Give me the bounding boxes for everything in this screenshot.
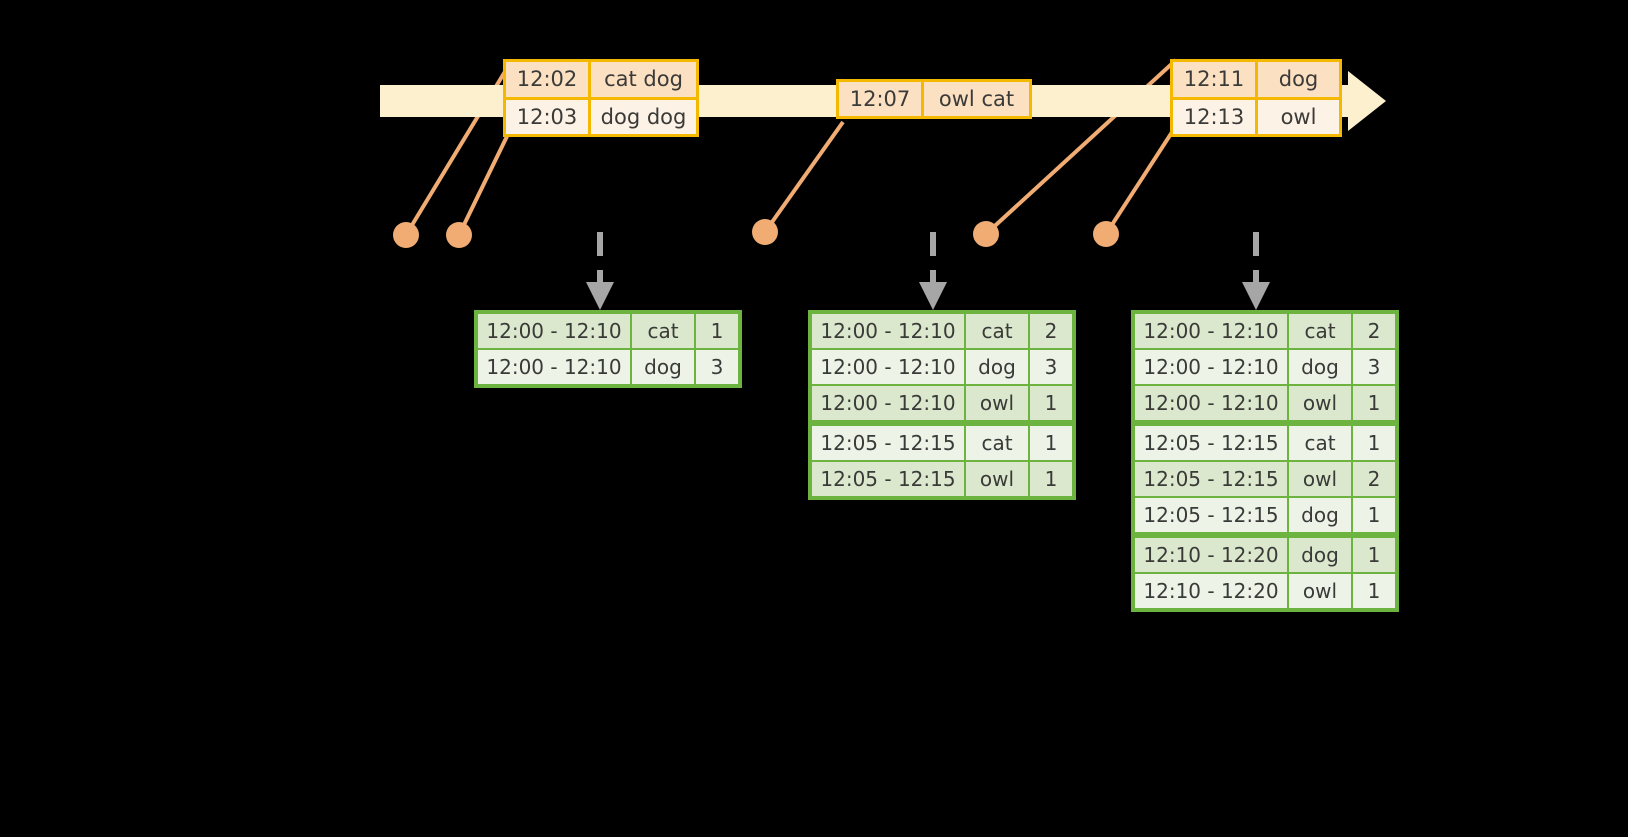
count-cell: 2	[1353, 462, 1395, 496]
event-origin-dot-5	[1093, 221, 1119, 247]
count-cell: 2	[1030, 314, 1072, 348]
key-cell: dog	[632, 350, 694, 384]
key-cell: owl	[1289, 462, 1351, 496]
window-cell: 12:00 - 12:10	[478, 314, 630, 348]
event-time: 12:03	[506, 99, 591, 134]
count-cell: 1	[1353, 498, 1395, 532]
window-cell: 12:00 - 12:10	[1135, 314, 1287, 348]
event-row[interactable]: 12:13 owl	[1173, 96, 1339, 134]
key-cell: cat	[966, 426, 1028, 460]
event-time: 12:07	[839, 82, 924, 116]
window-group-separator	[811, 421, 1073, 425]
window-cell: 12:00 - 12:10	[812, 350, 964, 384]
event-payload: owl cat	[924, 82, 1029, 116]
event-time: 12:13	[1173, 99, 1258, 134]
flow-arrow-head-3	[1242, 282, 1270, 310]
event-group-2[interactable]: 12:07 owl cat	[836, 79, 1032, 119]
window-cell: 12:00 - 12:10	[1135, 386, 1287, 420]
count-cell: 3	[696, 350, 738, 384]
window-group-separator	[1134, 533, 1396, 537]
key-cell: owl	[966, 386, 1028, 420]
window-cell: 12:05 - 12:15	[812, 426, 964, 460]
window-cell: 12:00 - 12:10	[478, 350, 630, 384]
key-cell: cat	[966, 314, 1028, 348]
event-payload: owl	[1258, 99, 1339, 134]
event-group-3[interactable]: 12:11 dog 12:13 owl	[1170, 59, 1342, 137]
event-payload: dog dog	[591, 99, 696, 134]
window-cell: 12:05 - 12:15	[1135, 426, 1287, 460]
count-cell: 2	[1353, 314, 1395, 348]
key-cell: dog	[966, 350, 1028, 384]
event-row[interactable]: 12:07 owl cat	[839, 82, 1029, 116]
window-cell: 12:00 - 12:10	[812, 314, 964, 348]
flow-arrow-head-1	[586, 282, 614, 310]
key-cell: dog	[1289, 350, 1351, 384]
key-cell: dog	[1289, 538, 1351, 572]
count-cell: 1	[696, 314, 738, 348]
event-group-1[interactable]: 12:02 cat dog 12:03 dog dog	[503, 59, 699, 137]
key-cell: dog	[1289, 498, 1351, 532]
count-cell: 1	[1353, 574, 1395, 608]
connector-line-5	[1104, 124, 1178, 236]
key-cell: cat	[632, 314, 694, 348]
event-origin-dot-3	[752, 219, 778, 245]
key-cell: owl	[966, 462, 1028, 496]
count-cell: 1	[1030, 462, 1072, 496]
timeline-arrowhead-icon	[1348, 71, 1386, 131]
event-time: 12:02	[506, 62, 591, 97]
event-origin-dot-2	[446, 222, 472, 248]
count-cell: 1	[1353, 386, 1395, 420]
window-cell: 12:05 - 12:15	[1135, 498, 1287, 532]
event-row[interactable]: 12:03 dog dog	[506, 96, 696, 134]
key-cell: cat	[1289, 314, 1351, 348]
count-cell: 1	[1353, 426, 1395, 460]
key-cell: cat	[1289, 426, 1351, 460]
flow-arrow-head-2	[919, 282, 947, 310]
count-cell: 1	[1030, 426, 1072, 460]
event-payload: dog	[1258, 62, 1339, 97]
window-group-separator	[1134, 421, 1396, 425]
window-cell: 12:10 - 12:20	[1135, 574, 1287, 608]
window-cell: 12:10 - 12:20	[1135, 538, 1287, 572]
count-cell: 1	[1030, 386, 1072, 420]
count-cell: 3	[1030, 350, 1072, 384]
key-cell: owl	[1289, 386, 1351, 420]
count-cell: 3	[1353, 350, 1395, 384]
event-row[interactable]: 12:11 dog	[1173, 62, 1339, 97]
window-cell: 12:05 - 12:15	[1135, 462, 1287, 496]
key-cell: owl	[1289, 574, 1351, 608]
event-row[interactable]: 12:02 cat dog	[506, 62, 696, 97]
count-cell: 1	[1353, 538, 1395, 572]
event-payload: cat dog	[591, 62, 696, 97]
connector-line-2	[457, 125, 514, 236]
event-origin-dot-4	[973, 221, 999, 247]
event-origin-dot-1	[393, 222, 419, 248]
event-time: 12:11	[1173, 62, 1258, 97]
window-cell: 12:00 - 12:10	[1135, 350, 1287, 384]
connector-line-3	[763, 120, 845, 234]
window-cell: 12:00 - 12:10	[812, 386, 964, 420]
window-cell: 12:05 - 12:15	[812, 462, 964, 496]
